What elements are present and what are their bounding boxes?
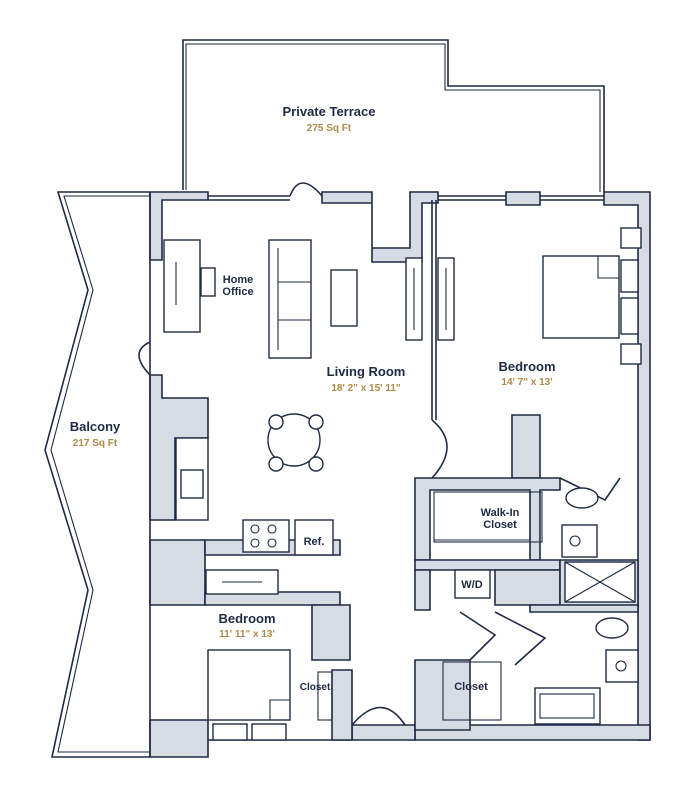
small-closet-label: Closet (300, 682, 331, 693)
living-furniture (267, 239, 423, 472)
main-bedroom-label: Bedroom (498, 359, 555, 374)
hall-closet (442, 661, 502, 721)
terrace-label: Private Terrace (283, 104, 376, 119)
second-bedroom-label: Bedroom (218, 611, 275, 626)
bathroom-two (534, 617, 639, 725)
washer-dryer-label: W/D (461, 579, 482, 591)
balcony-area: 217 Sq Ft (73, 438, 118, 449)
balcony-outline (44, 191, 150, 758)
second-bedroom-furniture (207, 649, 333, 741)
balcony-label: Balcony (70, 419, 121, 434)
home-office-label-line2: Office (222, 286, 253, 298)
second-bedroom-dims: 11' 11" x 13' (219, 629, 275, 640)
hall-closet-label: Closet (454, 681, 488, 693)
living-room-dims: 18' 2" x 15' 11" (331, 383, 401, 394)
walk-in-label-line2: Closet (483, 519, 517, 531)
home-office-desk (163, 239, 216, 333)
refrigerator-label: Ref. (304, 536, 325, 548)
kitchen (175, 437, 334, 595)
walk-in-label-line1: Walk-In (481, 507, 520, 519)
main-bedroom-furniture (437, 227, 642, 365)
washer-dryer-box (454, 569, 491, 599)
living-room-label: Living Room (327, 364, 406, 379)
terrace-outline (182, 39, 605, 192)
doors (138, 182, 621, 726)
home-office-label-line1: Home (223, 274, 254, 286)
terrace-area: 275 Sq Ft (307, 123, 352, 134)
main-bedroom-dims: 14' 7" x 13' (501, 377, 552, 388)
walk-in-closet-shelves (433, 491, 543, 543)
bathroom-one (561, 487, 636, 603)
